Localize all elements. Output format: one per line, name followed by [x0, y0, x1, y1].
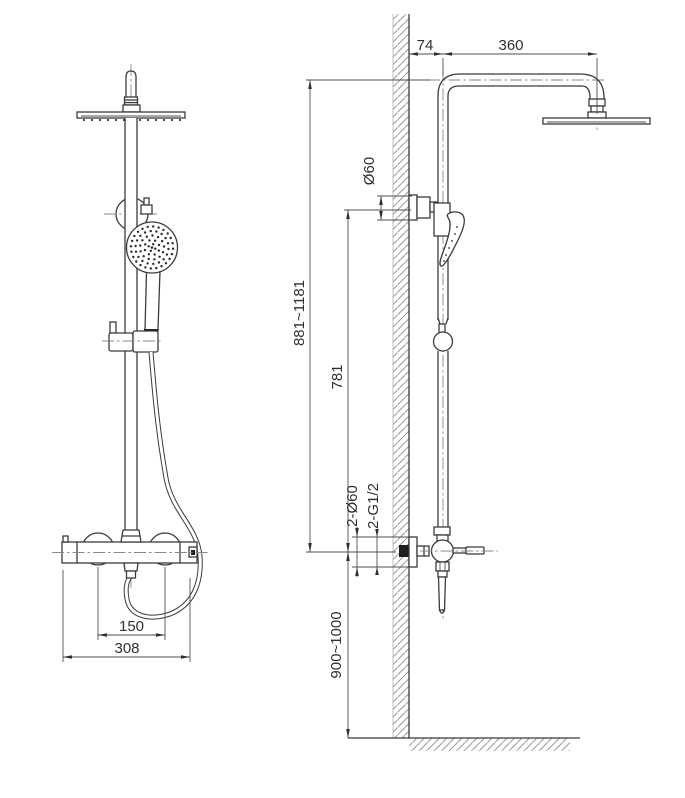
dim-d60-label: Ø60 [361, 157, 378, 185]
hand-shower-side [439, 211, 465, 267]
dimension-column-height-range: 881~1181 [291, 79, 430, 552]
hose-outlet-nipple [123, 562, 139, 572]
top-pipe-front [122, 70, 141, 113]
dimension-valve-height-range: 900~1000 [306, 551, 396, 738]
shower-arm-side [437, 73, 605, 104]
slider-lock-side [432, 317, 454, 352]
wall-bracket-side [408, 194, 451, 237]
dim-2-d60-label: 2-Ø60 [344, 485, 361, 527]
rail-holder-sleeve [433, 202, 451, 237]
hose-outlet-side [437, 576, 447, 611]
hand-shower-handle-front [144, 270, 161, 333]
dimension-bracket-diameter: Ø60 [361, 157, 412, 221]
dimension-overall-width: 308 [62, 570, 191, 662]
dimension-inlet-connections: 2-Ø60 2-G1/2 [344, 483, 409, 577]
dimension-wall-offset: 74 [409, 37, 597, 76]
wall-section [392, 14, 410, 738]
dim-308-label: 308 [114, 640, 139, 657]
valve-handle [465, 546, 485, 555]
side-view: 74 360 Ø60 881~1181 781 [291, 14, 651, 751]
dim-900-1000-label: 900~1000 [328, 611, 345, 678]
mixer-valve-front [52, 529, 208, 579]
shower-hose-front [123, 351, 203, 620]
shower-rail-front [124, 118, 138, 530]
hand-shower-spray-pattern [129, 225, 175, 270]
overhead-shower-side [542, 98, 651, 125]
dim-74-label: 74 [417, 37, 434, 54]
mixer-valve-side [399, 526, 498, 614]
front-view: 150 308 [52, 64, 208, 662]
wall-inlet-connection [399, 545, 409, 557]
dimension-port-spacing: 150 [97, 567, 166, 640]
hand-shower-front [125, 221, 179, 274]
inlet-escutcheon [408, 536, 418, 568]
dimension-bracket-to-valve: 781 [329, 209, 411, 552]
floor-section [348, 737, 580, 751]
hand-shower-connector-front [140, 197, 153, 215]
dim-781-label: 781 [329, 364, 346, 389]
dimension-arm-reach: 360 [443, 37, 598, 114]
dim-150-label: 150 [119, 618, 144, 635]
dim-360-label: 360 [498, 37, 523, 54]
dim-881-1181-label: 881~1181 [291, 280, 308, 346]
mixer-left-pin [62, 535, 69, 543]
slider-bracket-front [102, 321, 163, 353]
dim-2-g12-label: 2-G1/2 [365, 483, 382, 529]
